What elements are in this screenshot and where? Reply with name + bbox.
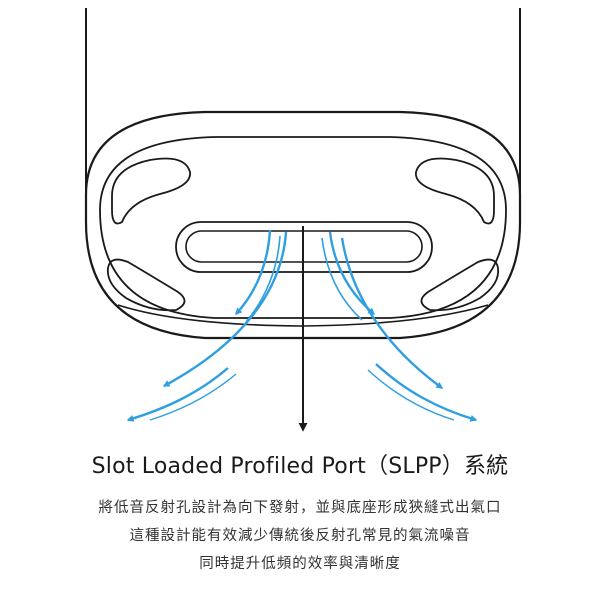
airflow-arrow-left-inner [235,229,272,316]
foot-bottom-right [420,258,500,312]
airflow-line-right-2 [367,369,455,421]
airflow-line-left-2 [149,373,237,421]
base-inner-rim [99,136,507,319]
description-line-3: 同時提升低頻的效率與清晰度 [199,556,401,572]
airflow-arrow-left-mid [162,231,288,388]
foot-top-left [111,157,191,225]
base-lower-lip [117,304,489,327]
slpp-port-diagram [84,8,522,432]
diagram-title: Slot Loaded Profiled Port（SLPP）系統 [91,454,509,479]
airflow-arrow-left-outer [126,367,229,422]
description-line-2: 這種設計能有效減少傳統後反射孔常見的氣流噪音 [129,528,471,544]
airflow-line-right-1 [321,237,363,321]
description-line-1: 將低音反射孔設計為向下發射，並與底座形成狹縫式出氣口 [98,500,502,516]
airflow-arrow-right-mid [340,237,444,389]
airflow-arrow-right-outer [375,363,478,422]
foot-top-right [415,157,495,225]
foot-bottom-left [106,258,186,312]
